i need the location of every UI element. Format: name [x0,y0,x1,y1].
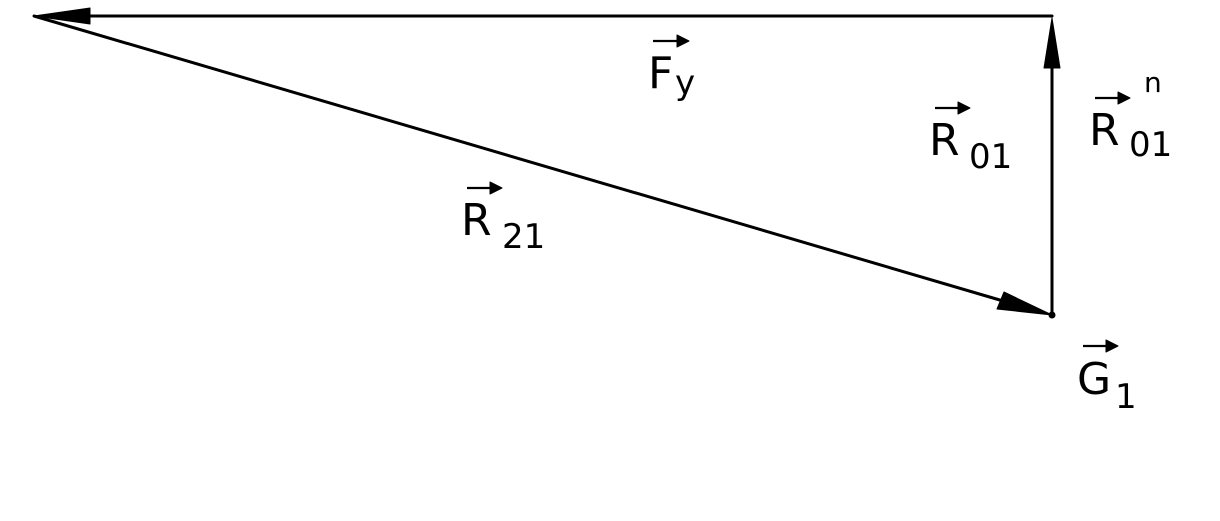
vector-r01-arrowhead [1043,17,1061,69]
vector-r21-arrowhead [996,291,1053,316]
label-fy: F y [648,34,695,103]
label-r01: R 01 [929,101,1012,177]
vector-r01 [1043,17,1061,317]
vector-fy-arrowhead [33,7,91,25]
vector-r21-line [32,14,1012,305]
vector-bar-r21-tip [489,181,503,195]
label-g1-letter: G [1077,354,1111,405]
vector-bar-fy-tip [676,34,690,48]
label-fy-subscript: y [675,63,695,103]
label-g1-subscript: 1 [1115,377,1137,417]
label-r21-letter: R [461,195,492,246]
vector-r21 [32,14,1053,316]
label-r01-subscript: 01 [969,137,1012,177]
label-g1: G 1 [1077,339,1137,417]
vector-bar-r01-tip [957,101,971,115]
label-r21: R 21 [461,181,545,257]
label-r21-subscript: 21 [502,217,545,257]
vector-bar-g1-tip [1105,339,1119,353]
node-point [1048,311,1056,319]
vector-fy [33,7,1054,25]
vector-bar-r01n-tip [1117,91,1131,105]
label-r01n: R 01 n [1089,66,1172,165]
label-r01-letter: R [929,115,960,166]
label-r01n-subscript: 01 [1129,125,1172,165]
label-r01n-superscript: n [1144,66,1162,99]
label-fy-letter: F [648,48,673,99]
label-r01n-letter: R [1089,105,1120,156]
